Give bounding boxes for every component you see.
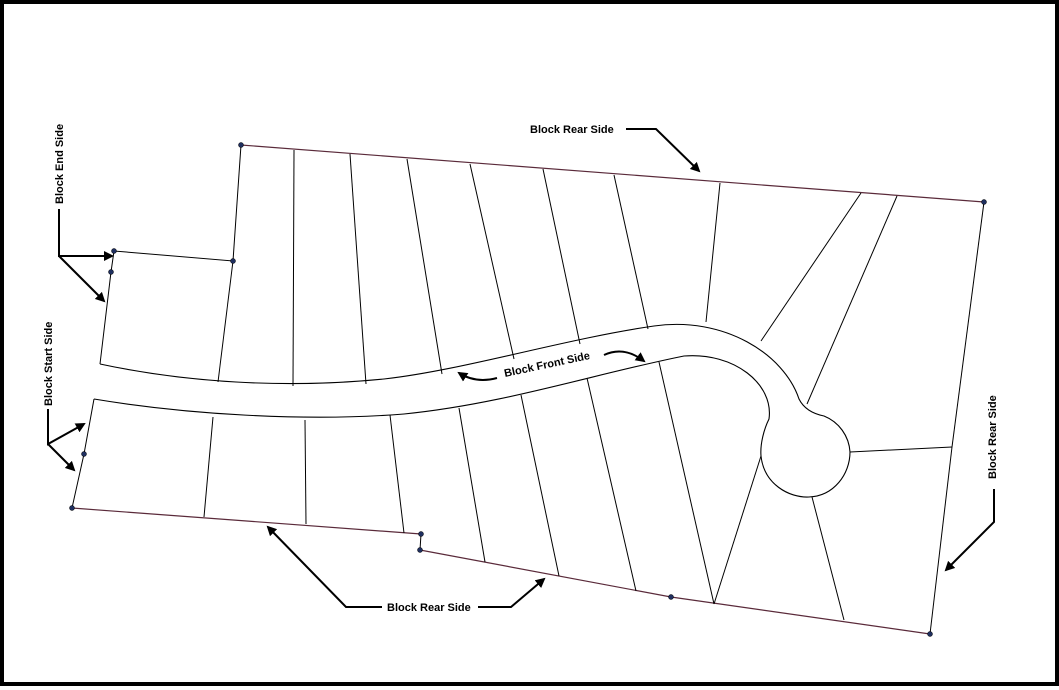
lower-block bbox=[71, 355, 953, 635]
corner-node bbox=[417, 547, 423, 553]
callout-arrows bbox=[47, 128, 995, 608]
cul-de-sac-east-lot-line bbox=[849, 446, 953, 453]
lower-lot-lines bbox=[203, 361, 845, 621]
label-rear-right: Block Rear Side bbox=[987, 395, 999, 479]
label-rear-top: Block Rear Side bbox=[530, 124, 614, 136]
lot-line bbox=[705, 182, 721, 323]
corner-node bbox=[238, 142, 244, 148]
corner-node bbox=[981, 199, 987, 205]
corner-nodes bbox=[69, 142, 987, 637]
lot-line bbox=[406, 158, 443, 375]
arrow-end-down bbox=[58, 255, 106, 303]
label-front: Block Front Side bbox=[503, 350, 591, 380]
arrow-rear-right bbox=[944, 489, 995, 572]
arrow-rear-bottom-right bbox=[478, 577, 546, 608]
lot-line bbox=[458, 407, 486, 563]
lot-line bbox=[469, 163, 515, 360]
arrow-rear-top bbox=[626, 128, 701, 173]
upper-rear-boundary bbox=[240, 144, 985, 203]
arrow-front-right bbox=[603, 350, 646, 363]
lot-line bbox=[389, 414, 405, 534]
corner-node bbox=[927, 631, 933, 637]
corner-node bbox=[418, 531, 424, 537]
label-rear-bottom: Block Rear Side bbox=[387, 602, 471, 614]
lot-line bbox=[613, 174, 649, 330]
lot-line bbox=[217, 260, 234, 383]
arrow-front-left bbox=[457, 371, 498, 382]
lot-line bbox=[586, 377, 637, 592]
block-diagram: Block Rear Side Block Rear Side Block Re… bbox=[43, 124, 999, 637]
corner-node bbox=[69, 505, 75, 511]
lot-line bbox=[542, 168, 581, 345]
lot-line bbox=[520, 394, 560, 577]
upper-lot-lines bbox=[217, 149, 898, 405]
lot-line bbox=[658, 361, 715, 605]
lot-line bbox=[811, 496, 845, 621]
corner-node bbox=[111, 248, 117, 254]
upper-notch-boundary bbox=[99, 144, 242, 365]
lot-line bbox=[806, 195, 898, 405]
label-end: Block End Side bbox=[54, 124, 66, 204]
lot-line bbox=[760, 192, 862, 342]
road-south-edge bbox=[93, 355, 851, 498]
corner-node bbox=[668, 594, 674, 600]
lot-line bbox=[203, 416, 214, 518]
lot-line bbox=[349, 153, 367, 385]
corner-node bbox=[108, 269, 114, 275]
lot-line bbox=[304, 419, 307, 525]
arrow-end-up bbox=[58, 209, 114, 261]
lower-right-boundary bbox=[929, 446, 953, 635]
upper-right-boundary bbox=[951, 201, 985, 448]
arrow-start-down bbox=[47, 443, 76, 472]
lot-line bbox=[713, 455, 762, 605]
corner-node bbox=[81, 451, 87, 457]
lot-line bbox=[292, 149, 295, 387]
arrow-start-up bbox=[47, 409, 86, 446]
label-start: Block Start Side bbox=[43, 322, 55, 406]
upper-block bbox=[99, 144, 985, 453]
road-north-edge bbox=[99, 323, 851, 453]
lower-rear-boundary-east bbox=[419, 549, 931, 635]
corner-node bbox=[230, 258, 236, 264]
arrow-rear-bottom-left bbox=[266, 525, 382, 608]
lower-rear-boundary-west bbox=[71, 507, 422, 535]
